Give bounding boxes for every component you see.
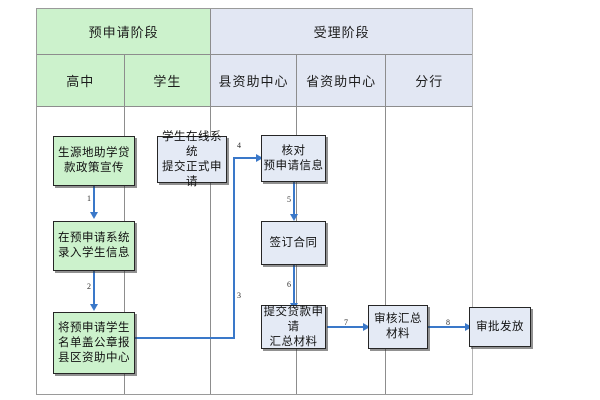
connector-5-label: 5 <box>287 195 291 204</box>
connector-4-hline <box>233 157 258 159</box>
lane-header-row: 高中 学生 县资助中心 省资助中心 分行 <box>37 55 473 107</box>
connector-2-line <box>93 270 95 306</box>
connector-5-arrowhead <box>289 214 298 221</box>
connector-2-label: 2 <box>87 282 91 291</box>
connector-3-hline <box>135 337 235 339</box>
phase-header-acceptance: 受理阶段 <box>211 9 472 55</box>
lane-header-branch: 分行 <box>386 55 473 107</box>
phase-header-pre-application: 预申请阶段 <box>37 9 212 55</box>
connector-6-line <box>293 265 295 305</box>
connector-7-label: 7 <box>344 318 348 327</box>
node-review-summary-materials[interactable]: 审核汇总 材料 <box>368 305 428 349</box>
connector-1-label: 1 <box>87 194 91 203</box>
connector-2-arrowhead <box>89 304 98 311</box>
phase-header-row: 预申请阶段 受理阶段 <box>37 9 472 55</box>
connector-8-hline <box>428 326 469 328</box>
connector-7-arrowhead <box>363 322 370 331</box>
connector-8-arrowhead <box>465 322 472 331</box>
node-sign-contract[interactable]: 签订合同 <box>261 221 326 265</box>
lane-header-county-aid-center: 县资助中心 <box>211 55 297 107</box>
connector-3-vline <box>233 157 235 338</box>
node-approve-and-disburse[interactable]: 审批发放 <box>469 307 531 347</box>
node-verify-pre-application-info[interactable]: 核对 预申请信息 <box>261 135 326 182</box>
lane-header-student: 学生 <box>124 55 212 107</box>
connector-1-arrowhead <box>89 212 98 219</box>
connector-6-label: 6 <box>287 280 291 289</box>
connector-5-line <box>293 182 295 216</box>
lane-header-high-school: 高中 <box>37 55 125 107</box>
connector-1-line <box>93 185 95 214</box>
node-submit-loan-summary-materials[interactable]: 提交贷款申请 汇总材料 <box>261 305 326 349</box>
node-submit-stamped-namelist[interactable]: 将预申请学生 名单盖公章报 县区资助中心 <box>53 312 135 374</box>
lane-header-province-aid-center: 省资助中心 <box>296 55 387 107</box>
connector-3-label: 3 <box>237 291 241 300</box>
node-promote-loan-policy[interactable]: 生源地助学贷 款政策宣传 <box>53 136 135 186</box>
connector-4-label: 4 <box>237 141 241 150</box>
lane-body-branch <box>386 107 473 394</box>
connector-7-hline <box>327 326 367 328</box>
node-enter-student-info[interactable]: 在预申请系统 录入学生信息 <box>53 221 135 271</box>
node-student-online-formal-application[interactable]: 学生在线系统 提交正式申请 <box>157 131 227 188</box>
connector-8-label: 8 <box>446 318 450 327</box>
connector-4-arrowhead <box>256 153 263 162</box>
